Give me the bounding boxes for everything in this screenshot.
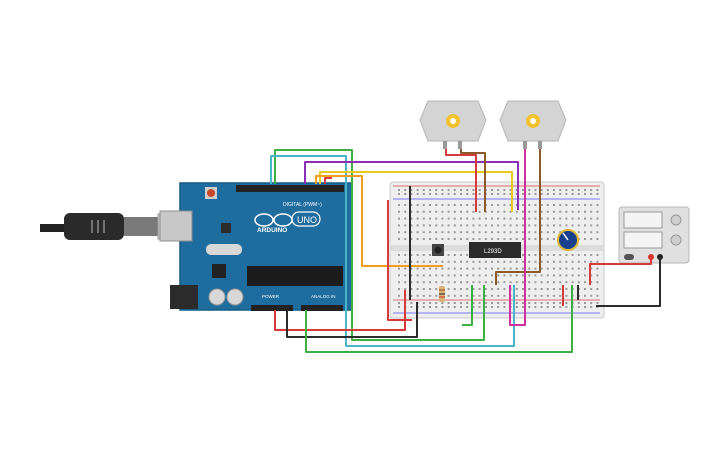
analog-header — [301, 305, 343, 311]
arduino-logo-text: ARDUINO — [257, 227, 287, 234]
power-header-label: POWER — [262, 294, 280, 299]
wire-green-3 — [462, 285, 473, 326]
wires — [270, 149, 661, 353]
wire-red-top — [324, 177, 332, 184]
wire-red-supply — [589, 257, 652, 285]
arduino-uno-board[interactable]: DIGITAL (PWM~) ARDUINO UNO POWER ANALOG … — [159, 182, 353, 311]
potentiometer[interactable] — [557, 229, 579, 251]
wire-brown-2 — [495, 149, 541, 285]
power-header — [251, 305, 293, 311]
wire-yellow — [319, 171, 513, 212]
wire-purple-2 — [305, 161, 519, 210]
wire-cyan — [270, 155, 515, 347]
digital-header-label: DIGITAL (PWM~) — [283, 202, 322, 208]
digital-header — [236, 185, 344, 192]
wire-brown-1 — [460, 149, 486, 212]
wire-green-2 — [305, 285, 573, 353]
wire-red-1 — [274, 290, 406, 331]
usb-cable[interactable] — [40, 213, 181, 240]
atmega-chip — [247, 266, 343, 286]
analog-header-label: ANALOG IN — [311, 294, 336, 299]
chip-label: L293D — [484, 249, 502, 255]
wire-red-2 — [387, 200, 412, 321]
wire-red-motor1 — [445, 149, 477, 212]
power-supply[interactable] — [618, 206, 690, 264]
wire-black-supply — [596, 257, 661, 307]
wire-magenta — [509, 149, 526, 326]
reset-button[interactable] — [207, 189, 215, 197]
wire-black-1 — [286, 302, 418, 338]
dc-motor-2[interactable] — [499, 100, 567, 149]
crystal — [206, 244, 242, 255]
arduino-model: UNO — [297, 215, 317, 225]
arduino-infinity-icon — [254, 213, 274, 227]
resistor — [439, 286, 445, 302]
pushbutton[interactable] — [432, 244, 444, 256]
motor-driver-chip: L293D — [469, 242, 521, 258]
dc-motor-1[interactable] — [419, 100, 487, 149]
